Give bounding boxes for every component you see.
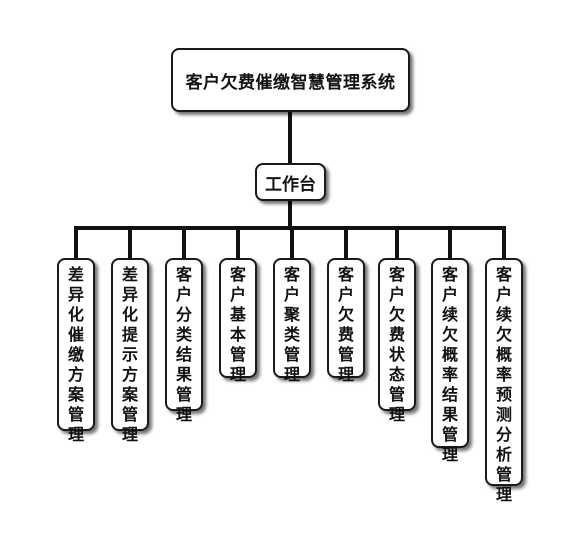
root-node: 客户欠费催缴智慧管理系统 [171,48,410,112]
module-node-9: 客户续欠概率预测分析管理 [485,258,523,504]
module-label: 差异化提示方案管理 [121,265,138,444]
module-label: 客户欠费管理 [337,265,354,384]
module-node-7: 客户欠费状态管理 [378,258,416,424]
hub-label: 工作台 [265,174,316,195]
module-node-8: 客户续欠概率结果管理 [431,258,469,464]
module-label: 客户欠费状态管理 [388,265,405,424]
hub-node: 工作台 [255,163,326,201]
module-node-2: 差异化提示方案管理 [111,258,149,444]
module-label: 差异化催缴方案管理 [67,265,84,444]
module-node-5: 客户聚类管理 [273,258,311,384]
module-label: 客户分类结果管理 [175,265,192,424]
module-node-1: 差异化催缴方案管理 [57,258,95,444]
module-node-4: 客户基本管理 [219,258,257,384]
module-node-6: 客户欠费管理 [327,258,365,384]
module-node-3: 客户分类结果管理 [165,258,203,424]
root-title: 客户欠费催缴智慧管理系统 [185,72,396,93]
module-label: 客户续欠概率结果管理 [441,265,458,464]
module-label: 客户基本管理 [229,265,246,384]
module-label: 客户聚类管理 [283,265,300,384]
module-label: 客户续欠概率预测分析管理 [495,265,512,504]
